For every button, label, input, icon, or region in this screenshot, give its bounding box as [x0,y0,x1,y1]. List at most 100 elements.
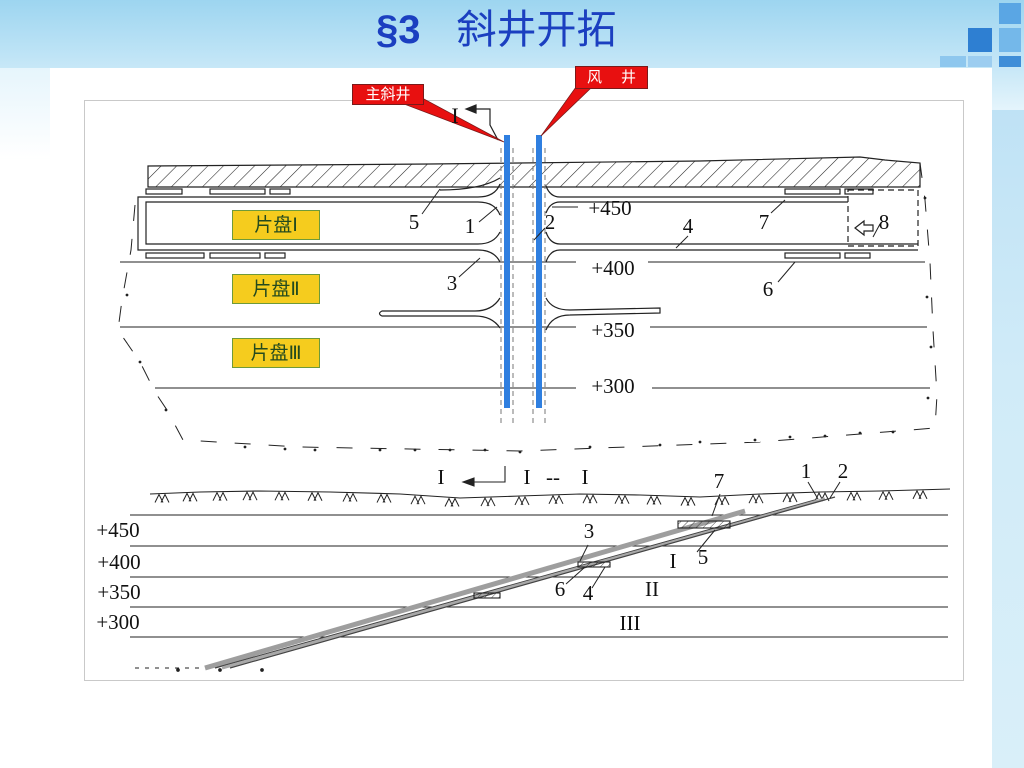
main-incline-outline [500,148,514,425]
level-label: +400 [591,256,634,280]
leader-6 [777,261,796,283]
number-label: 2 [545,210,556,234]
drift-right-lower [560,243,918,251]
boundary-dot [313,448,317,452]
ground-mark [878,490,894,501]
drift-350-left [378,297,501,329]
junction-400 [577,561,611,568]
cut-mark: I [524,465,531,489]
leader-7 [770,199,786,214]
leader-1 [807,481,819,500]
junction-curve [477,183,501,216]
leader-2 [829,481,841,499]
ground-mark [748,494,764,504]
rail-segment [844,252,871,259]
boundary-dot [929,345,933,349]
leader-3 [458,257,481,278]
surface-hatch [147,156,921,188]
leader-4 [591,566,606,589]
title-text: 斜井开拓 [456,7,617,53]
ground-mark [646,495,662,505]
boundary-dot [698,440,702,444]
boundary-dot [283,447,287,451]
junction-curve [545,185,561,214]
leader-4 [675,235,689,249]
boundary-dot [923,196,927,200]
leader-8 [872,223,881,238]
boundary-dot [858,431,862,435]
leader-5 [696,529,716,553]
decor-square [999,56,1021,67]
boundary-dot [891,430,895,434]
field-boundary [117,162,938,452]
upper-airway-curve [439,177,501,191]
boundary-dot [448,448,452,452]
section-cut-marker [461,466,506,487]
ground-mark [444,497,460,507]
number-label: 8 [879,210,890,234]
leader-3 [579,544,589,562]
leader-6 [565,566,586,585]
ground-mark [514,495,530,506]
junction-curve [545,231,561,263]
number-label: 4 [583,581,594,605]
ground-mark [680,496,696,506]
boundary-dot [588,445,592,449]
number-label: 6 [763,277,774,301]
ground-mark [274,491,290,501]
rail-segment [784,252,841,259]
number-label: 1 [801,459,812,483]
number-label: 7 [759,210,770,234]
boundary-dot [823,434,827,438]
boundary-dot [658,443,662,447]
number-label: 5 [409,210,420,234]
boundary-dot [243,445,247,449]
air-shaft-outline [532,148,546,425]
air-shaft-callout: 风 井 [575,66,648,89]
ground-mark [410,495,426,505]
level-label: +450 [588,196,631,220]
level-label: +350 [97,580,140,604]
incline-band [204,508,746,671]
ground-mark [548,494,564,505]
dashed-working-area [847,189,919,247]
airway-segment [209,188,266,195]
ground-mark [242,491,258,501]
ground-marks [154,489,928,507]
rail-segment [145,252,205,259]
rail-segment [209,252,261,259]
ground-mark [342,492,358,502]
section-cut-arrowhead [464,104,477,114]
rail-segment [264,252,286,259]
leader-2 [533,227,546,241]
incline-shaft-2 [229,496,836,669]
section-mark-label: I [451,103,458,128]
ground-mark [212,491,228,501]
junction-curve [477,231,501,263]
number-label: 3 [584,519,595,543]
number-label: 5 [698,545,709,569]
number-label: 1 [465,214,476,238]
lower-rails [145,252,871,259]
section-leaders [565,481,841,589]
leader-lines [421,188,881,283]
decor-square [940,56,966,67]
drift-left-outer [137,196,478,251]
ground-mark [912,489,928,500]
section-labels: I I -- I +450 +400 +350 +300 7 1 2 3 5 6… [96,459,848,635]
number-label: 7 [714,469,725,493]
level-junctions [473,520,731,599]
level-label: +350 [591,318,634,342]
hollow-left-arrow [854,219,874,237]
boundary-dot [413,448,417,452]
level-label: +400 [97,550,140,574]
cut-mark: -- [546,465,560,489]
ground-mark [307,491,323,502]
ground-surface [149,488,951,499]
boundary-dot [125,293,129,297]
number-label: 4 [683,214,694,238]
ground-mark [154,493,170,503]
main-incline-callout: 主斜井 [352,84,424,105]
shafts [500,135,546,425]
